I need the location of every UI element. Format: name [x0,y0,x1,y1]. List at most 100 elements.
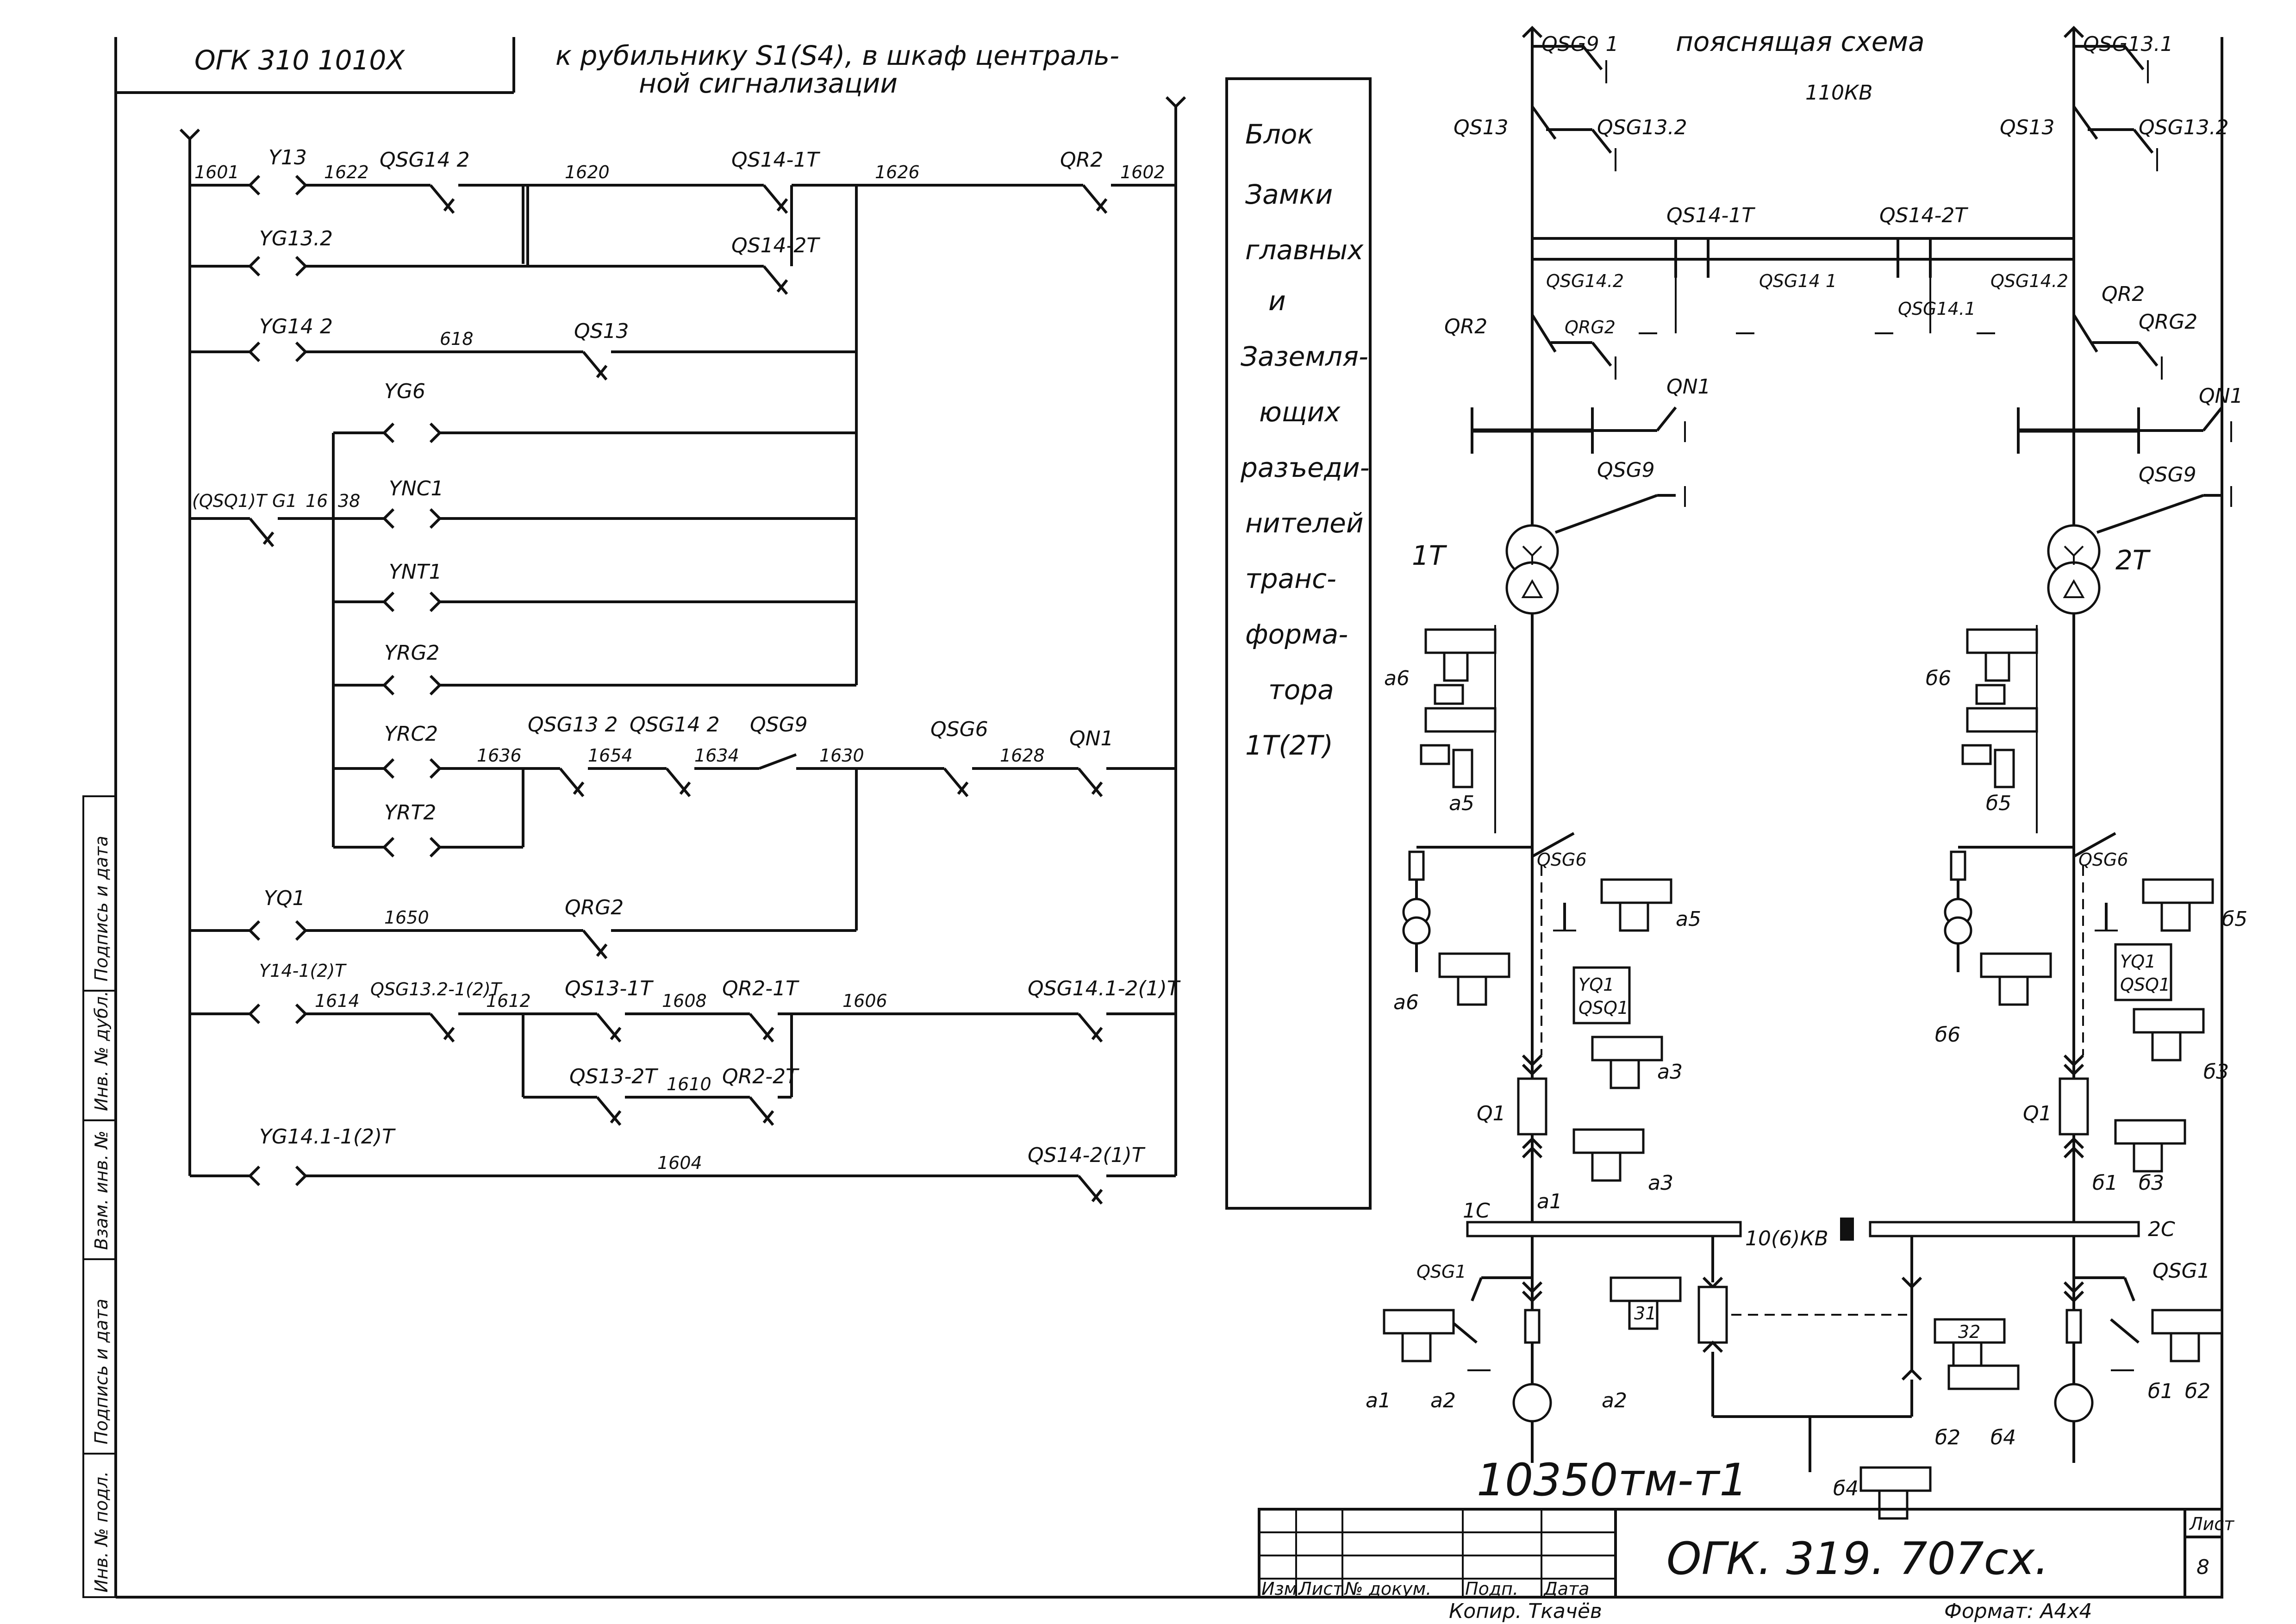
label-a5b: а5 [1676,907,1701,931]
label-qsg142-left: QSG14.2 [1546,271,1624,291]
doc-number: 10350тм-т1 [1477,1454,1747,1506]
wire-1606: 1606 [842,991,887,1011]
label-qr2-right: QR2 [2102,282,2145,306]
contact-qs13: QS13 [574,319,629,343]
wire-1650: 1650 [384,907,429,928]
label-b5b: б5 [2222,907,2247,931]
label-qsg6-left: QSG6 [1537,849,1587,870]
label-qs141t: QS14-1Т [1666,204,1755,227]
label-key-32: 32 [1958,1322,1980,1342]
wire-1604: 1604 [657,1153,702,1173]
coil-yq1: YQ1 [264,887,306,910]
label-transformer-1t: 1Т [1412,540,1447,571]
wire-1626: 1626 [875,162,920,182]
scheme-title: пояснящая схема [1676,26,1925,57]
contact-qsg1412: QSG14.1-2(1)Т [1028,977,1181,1000]
contact-qs1421: QS14-2(1)Т [1028,1143,1146,1167]
label-qsg9-left: QSG9 [1597,458,1655,482]
label-qrg2-right: QRG2 [2139,310,2197,334]
header-stamp: ОГК 310 1010Х [194,44,405,76]
scheme-voltage: 110КВ [1805,81,1872,105]
coil-y14: Y14-1(2)Т [259,961,347,981]
coil-qsq1: (QSQ1)Т G1 [192,491,297,511]
label-a3: а3 [1657,1060,1683,1084]
title-col-sheet: Лист [1298,1579,1344,1599]
side-stamp-cell-2: Инв. № дубл. [91,991,112,1111]
label-a3b: а3 [1648,1171,1673,1195]
label-qrg2-left: QRG2 [1565,317,1616,337]
label-b3b: б3 [2139,1171,2164,1195]
wire-618: 618 [440,329,474,349]
contact-qsg142: QSG14 2 [380,148,470,172]
label-yq1-left: YQ1 [1578,974,1614,995]
wire-1612: 1612 [486,991,531,1011]
wire-1614: 1614 [315,991,360,1011]
label-b3: б3 [2203,1060,2229,1084]
label-qs142t: QS14-2Т [1879,204,1968,227]
label-bus-2c: 2С [2148,1218,2175,1241]
label-b1b: б1 [2148,1380,2173,1403]
label-qsg132-left: QSG13.2 [1597,116,1687,139]
label-qs13-left: QS13 [1454,116,1509,139]
label-qsg1-right: QSG1 [2152,1259,2210,1283]
contact-qs141t: QS14-1Т [731,148,820,172]
label-b5: б5 [1986,792,2011,815]
side-stamp-cell-1: Подпись и дата [91,836,112,981]
label-qsg132-right: QSG13.2 [2139,116,2229,139]
label-qsg141-right: QSG14.1 [1898,299,1976,319]
contact-qsg1321: QSG13.2-1(2)Т [370,979,503,999]
header-note-line1: к рубильнику S1(S4), в шкаф централь- [555,40,1119,71]
block-panel: Блок Замки главных и Заземля- ющих разъе… [1225,77,1372,1210]
wire-1610: 1610 [667,1074,711,1094]
label-qsg1-left: QSG1 [1416,1262,1466,1282]
label-q1-left: Q1 [1477,1102,1506,1125]
wire-1654: 1654 [588,745,633,766]
coil-ync1: YNC1 [389,477,444,500]
wire-1602: 1602 [1120,162,1165,182]
contact-qn1: QN1 [1069,727,1114,750]
block-line-5: ющих [1259,396,1341,428]
contact-qsg142b: QSG14 2 [630,713,720,737]
contact-qs132t: QS13-2Т [569,1065,658,1088]
block-line-10: тора [1268,674,1334,706]
label-a1: а1 [1537,1190,1562,1213]
side-stamp-cell-5: Инв. № подл. [91,1471,112,1593]
label-q1-right: Q1 [2023,1102,2052,1125]
block-line-8: транс- [1245,563,1336,594]
drawing-code: ОГК. 319. 707сх. [1666,1533,2049,1585]
label-a6b: а6 [1393,991,1419,1014]
label-qsq1-left: QSQ1 [1578,998,1628,1018]
label-qsg6-right: QSG6 [2078,849,2128,870]
label-b4: б4 [1990,1426,2016,1449]
coil-ynt1: YNT1 [389,560,442,584]
wire-1601: 1601 [194,162,239,182]
coil-yg142: YG14 2 [259,315,333,338]
side-stamp-cell-3: Взам. инв. № [91,1131,112,1250]
label-b2b: б2 [1935,1426,1960,1449]
contact-qs142t: QS14-2Т [731,234,820,257]
explanatory-scheme: пояснящая схема 110КВ [1366,25,2247,1520]
label-qsg142-right: QSG14.2 [1990,271,2068,291]
label-bus-1c: 1С [1463,1199,1490,1223]
block-line-0: Блок [1245,119,1313,150]
label-b4b: б4 [1833,1477,1859,1500]
label-b2: б2 [2185,1380,2210,1403]
coil-yg141: YG14.1-1(2)Т [259,1125,396,1149]
contact-qrg2: QRG2 [565,896,624,919]
block-line-9: форма- [1245,618,1348,650]
wire-38: 38 [338,491,360,511]
block-line-2: главных [1245,234,1364,266]
wire-1628: 1628 [1000,745,1045,766]
label-qsg91-left: QSG9 1 [1541,32,1619,56]
block-line-7: нителей [1245,507,1364,539]
control-circuit: 1601 Y13 1622 QSG14 2 1620 QS14-1Т 1626 … [179,96,1186,1205]
label-key-31: 31 [1634,1303,1656,1324]
sheet-label: Лист [2189,1514,2235,1534]
label-yq1-right: YQ1 [2120,951,2156,972]
label-qsg131-right: QSG13.1 [2083,32,2173,56]
contact-qsg6: QSG6 [930,718,988,741]
label-qn1-left: QN1 [1666,375,1711,399]
coil-yg132: YG13.2 [259,227,333,250]
label-transformer-2t: 2Т [2115,544,2151,576]
coil-yrg2: YRG2 [384,641,440,665]
